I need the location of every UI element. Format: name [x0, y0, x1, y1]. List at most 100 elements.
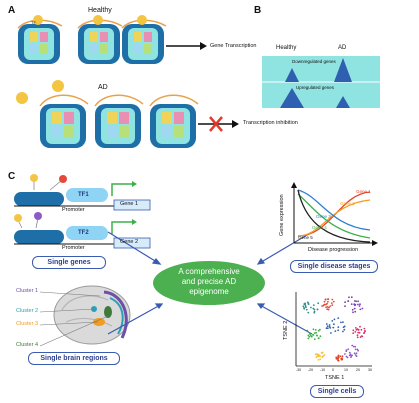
tsne-point — [346, 356, 349, 359]
tsne-point — [351, 308, 354, 311]
healthy-nucleosomes — [17, 15, 207, 64]
tsne-point — [352, 332, 355, 335]
tsne-point — [340, 321, 342, 324]
center-text-line1: A comprehensive — [178, 267, 240, 276]
tsne-point — [355, 355, 358, 358]
tf1-label: TF1 — [78, 192, 89, 198]
tsne-tick-label: -20 — [308, 368, 314, 372]
tsne-point — [343, 328, 346, 331]
gene1-label: Gene 1 — [120, 201, 139, 207]
tsne-tick-label: 0 — [332, 368, 334, 372]
tsne-point — [314, 353, 317, 356]
gene-transcription-label: Gene Transcription — [210, 43, 257, 49]
tsne-point — [347, 300, 350, 302]
tsne-tick-label: 30 — [368, 368, 372, 372]
tsne-point — [342, 321, 344, 323]
tsne-point — [313, 308, 316, 311]
gene-diagram-2 — [14, 212, 151, 249]
tsne-point — [342, 326, 345, 329]
cluster3-label: Cluster 3 — [16, 321, 39, 327]
tsne-point — [353, 307, 356, 310]
tsne-point — [339, 355, 342, 358]
center-arrows — [107, 231, 313, 335]
gene-curve-3 — [297, 189, 371, 231]
tsne-point — [333, 323, 335, 326]
tsne-point — [341, 355, 344, 358]
single-disease-stages-label: Single disease stages — [290, 260, 378, 273]
tsne-point — [354, 300, 356, 302]
tsne-point — [332, 326, 335, 329]
tsne-point — [344, 353, 346, 355]
tsne-plot — [295, 292, 372, 367]
gene-expression-label: Gene expression — [279, 194, 285, 236]
curve-gene1-label: Gene 1 — [356, 189, 371, 194]
tsne-point — [348, 351, 351, 354]
tsne-point — [359, 303, 361, 306]
tsne-point — [344, 305, 346, 308]
tsne-point — [313, 338, 316, 341]
tsne-point — [358, 305, 361, 307]
promoter-label-2: Promoter — [62, 245, 85, 251]
tsne-point — [317, 337, 320, 340]
tsne-point — [354, 354, 357, 356]
tsne-point — [314, 329, 317, 331]
tsne-point — [352, 329, 355, 332]
tsne-point — [350, 296, 353, 299]
tsne-point — [348, 354, 351, 357]
tsne-point — [319, 328, 321, 331]
tsne-point — [312, 328, 315, 331]
tsne-point — [326, 302, 328, 305]
tsne-point — [356, 336, 359, 339]
gene2-label: Gene 2 — [120, 239, 139, 245]
tsne-point — [361, 307, 364, 310]
tsne-point — [337, 329, 339, 332]
tsne-point — [331, 298, 334, 301]
tsne-point — [347, 348, 350, 351]
tsne-point — [326, 327, 329, 330]
tsne-point — [354, 348, 357, 351]
tsne1-label: TSNE 1 — [325, 375, 345, 381]
cluster4-label: Cluster 4 — [16, 342, 39, 348]
tsne-point — [319, 335, 322, 338]
panel-b-healthy: Healthy — [276, 45, 297, 51]
tsne-point — [357, 349, 359, 352]
tsne-tick-label: 20 — [356, 368, 360, 372]
tsne-point — [317, 353, 319, 355]
tsne-point — [344, 301, 346, 304]
tf-label: TF — [31, 20, 36, 25]
tsne-point — [302, 305, 305, 308]
tsne-point — [342, 330, 344, 333]
tsne-point — [353, 303, 356, 306]
tsne-point — [308, 335, 311, 338]
tsne-point — [345, 350, 348, 353]
tsne-point — [329, 305, 332, 307]
tsne-point — [326, 308, 329, 311]
center-text-line3: epigenome — [189, 287, 229, 296]
tsne-point — [359, 308, 362, 311]
tsne-point — [303, 307, 306, 310]
tsne-point — [325, 323, 328, 325]
gene-diagram-1 — [14, 174, 151, 211]
tsne-point — [357, 303, 359, 306]
tsne-point — [304, 303, 306, 306]
single-cells-label: Single cells — [310, 385, 364, 398]
tsne-point — [321, 352, 324, 354]
tsne-tick-label: 10 — [344, 368, 348, 372]
cluster1-label: Cluster 1 — [16, 288, 39, 294]
gene-curve-2 — [297, 199, 371, 237]
tsne-point — [363, 327, 366, 330]
cluster2-label: Cluster 2 — [16, 308, 39, 314]
tsne-point — [307, 337, 310, 340]
downregulated-label: Downregulated genes — [292, 59, 336, 64]
tsne-point — [323, 300, 326, 303]
tsne-point — [307, 311, 310, 314]
disease-progression-label: Disease progression — [308, 247, 359, 253]
tsne-point — [326, 325, 329, 327]
tsne-point — [321, 305, 323, 307]
tsne-point — [305, 308, 308, 311]
tsne-point — [305, 306, 307, 309]
panel-c-letter: C — [8, 171, 16, 182]
panel-b-ad: AD — [338, 45, 347, 51]
tsne-point — [316, 308, 319, 311]
